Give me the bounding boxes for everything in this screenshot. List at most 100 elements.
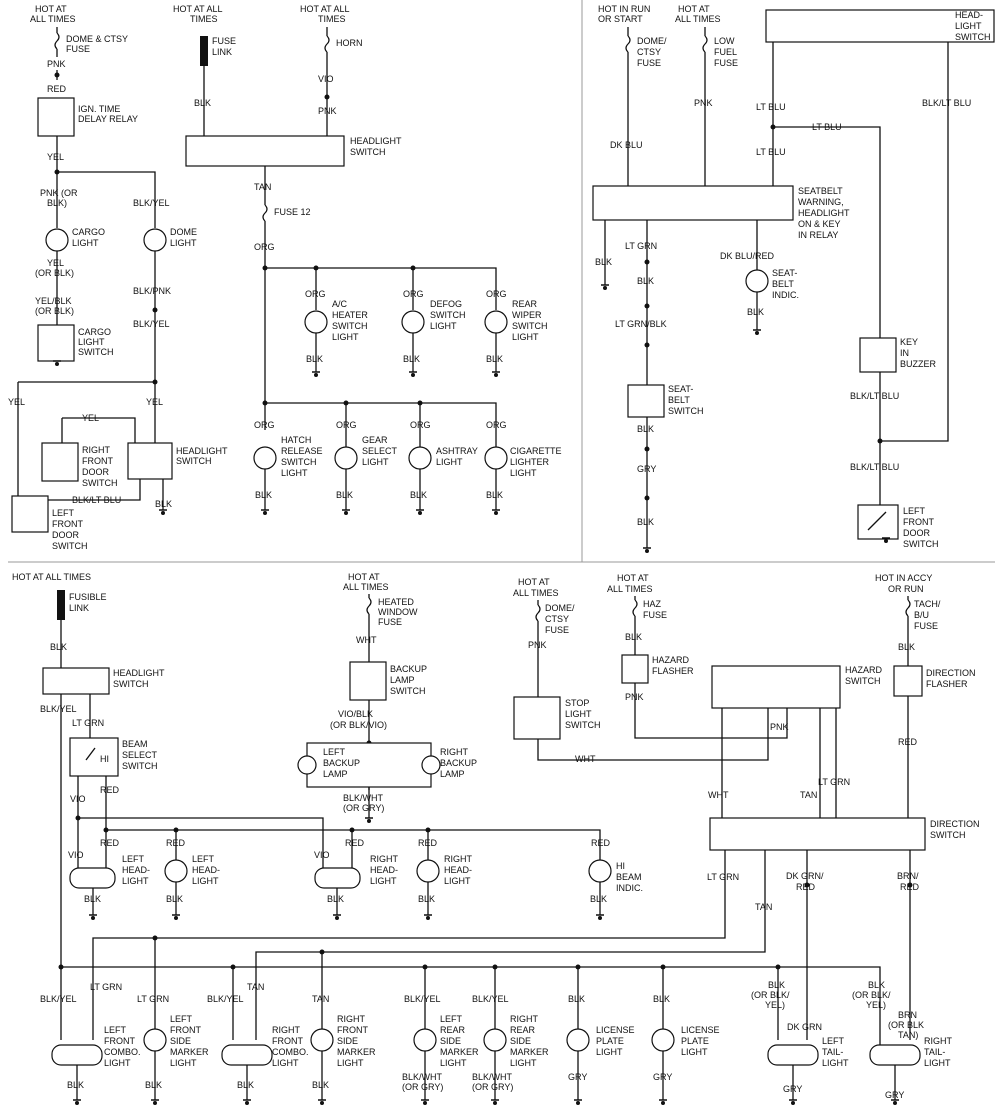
svg-text:SWITCH: SWITCH xyxy=(122,761,158,771)
svg-text:TACH/: TACH/ xyxy=(914,599,941,609)
svg-text:LEFT: LEFT xyxy=(822,1036,845,1046)
svg-text:LIGHT: LIGHT xyxy=(430,321,457,331)
svg-text:LEFT: LEFT xyxy=(323,747,346,757)
svg-text:VIO: VIO xyxy=(318,74,334,84)
svg-text:BLK: BLK xyxy=(84,894,101,904)
svg-text:FUEL: FUEL xyxy=(714,47,737,57)
svg-text:LIGHT: LIGHT xyxy=(565,709,592,719)
svg-text:LT BLU: LT BLU xyxy=(756,147,786,157)
svg-text:ORG: ORG xyxy=(305,289,326,299)
bottom-row-lamps: BLK/YEL LT GRN LT GRN BLK/YEL TAN TAN BL… xyxy=(40,935,953,1100)
svg-text:INDIC.: INDIC. xyxy=(772,290,799,300)
svg-text:LIGHT: LIGHT xyxy=(440,1058,467,1068)
svg-text:(OR BLK/VIO): (OR BLK/VIO) xyxy=(330,720,387,730)
ground-icon xyxy=(418,511,422,515)
svg-text:TAN): TAN) xyxy=(898,1030,918,1040)
svg-text:LEFT: LEFT xyxy=(104,1025,127,1035)
svg-text:BLK/YEL: BLK/YEL xyxy=(40,704,77,714)
svg-text:LOW: LOW xyxy=(714,36,735,46)
svg-text:PNK: PNK xyxy=(694,98,713,108)
svg-text:BLK/YEL: BLK/YEL xyxy=(133,198,170,208)
svg-text:FRONT: FRONT xyxy=(337,1025,368,1035)
svg-text:CTSY: CTSY xyxy=(637,47,661,57)
svg-text:BLK/LT BLU: BLK/LT BLU xyxy=(850,391,899,401)
svg-text:DOME/: DOME/ xyxy=(545,603,575,613)
svg-text:TIMES: TIMES xyxy=(318,14,346,24)
svg-text:LIGHT: LIGHT xyxy=(822,1058,849,1068)
top-right-circuit: HOT IN RUN OR START DOME/ CTSY FUSE DK B… xyxy=(592,4,995,549)
svg-text:BLK: BLK xyxy=(590,894,607,904)
svg-text:ALL TIMES: ALL TIMES xyxy=(607,584,653,594)
ground-icon xyxy=(335,916,339,920)
svg-text:LIGHTER: LIGHTER xyxy=(510,457,550,467)
ground-icon xyxy=(174,916,178,920)
backup-lamp-switch xyxy=(349,661,387,701)
svg-text:BLK: BLK xyxy=(50,642,67,652)
svg-text:LIGHT: LIGHT xyxy=(281,468,308,478)
svg-text:LIGHT: LIGHT xyxy=(955,21,982,31)
svg-text:FUSE: FUSE xyxy=(637,58,661,68)
cigarette-lighter-light xyxy=(484,446,508,470)
svg-text:BRN/: BRN/ xyxy=(897,871,919,881)
svg-text:A/C: A/C xyxy=(332,299,348,309)
svg-text:CARGO: CARGO xyxy=(78,327,111,337)
svg-text:LINK: LINK xyxy=(69,603,89,613)
headlight-switch-bl xyxy=(42,667,110,695)
svg-text:GRY: GRY xyxy=(568,1072,587,1082)
svg-text:WHT: WHT xyxy=(575,754,596,764)
svg-text:RED: RED xyxy=(418,838,438,848)
svg-text:LIGHT: LIGHT xyxy=(337,1058,364,1068)
left-front-door-switch-tl xyxy=(11,495,49,533)
svg-text:SWITCH: SWITCH xyxy=(350,147,386,157)
svg-text:LT BLU: LT BLU xyxy=(756,102,786,112)
ground-icon xyxy=(426,916,430,920)
svg-text:SELECT: SELECT xyxy=(122,750,158,760)
svg-text:YEL: YEL xyxy=(146,397,163,407)
svg-text:(OR BLK): (OR BLK) xyxy=(35,268,74,278)
svg-text:BLK: BLK xyxy=(237,1080,254,1090)
svg-text:ORG: ORG xyxy=(486,420,507,430)
svg-text:FRONT: FRONT xyxy=(52,519,83,529)
svg-text:LIGHT: LIGHT xyxy=(72,238,99,248)
svg-text:FRONT: FRONT xyxy=(82,456,113,466)
svg-text:LIGHT: LIGHT xyxy=(78,337,105,347)
svg-text:SWITCH: SWITCH xyxy=(430,310,466,320)
svg-text:RED: RED xyxy=(166,838,186,848)
svg-text:LT GRN: LT GRN xyxy=(72,718,104,728)
svg-text:REAR: REAR xyxy=(440,1025,466,1035)
ign-time-delay-relay xyxy=(37,97,75,137)
svg-text:YEL: YEL xyxy=(47,258,64,268)
left-rear-side-marker xyxy=(413,1028,437,1052)
svg-text:HOT IN RUN: HOT IN RUN xyxy=(598,4,650,14)
svg-text:SIDE: SIDE xyxy=(170,1036,191,1046)
svg-text:INDIC.: INDIC. xyxy=(616,883,643,893)
left-backup-lamp xyxy=(297,755,317,775)
svg-text:LEFT: LEFT xyxy=(122,854,145,864)
ground-icon xyxy=(367,819,371,823)
svg-text:RELEASE: RELEASE xyxy=(281,446,323,456)
svg-text:WINDOW: WINDOW xyxy=(378,607,418,617)
fuse-link xyxy=(200,36,208,66)
svg-text:LIGHT: LIGHT xyxy=(104,1058,131,1068)
right-front-combo-light xyxy=(221,1044,273,1066)
rear-wiper-switch-light xyxy=(484,310,508,334)
svg-text:LIGHT: LIGHT xyxy=(512,332,539,342)
svg-text:LIGHT: LIGHT xyxy=(122,876,149,886)
top-left-circuit: HOT AT ALL TIMES DOME & CTSY FUSE PNK RE… xyxy=(8,4,562,551)
svg-text:SIDE: SIDE xyxy=(440,1036,461,1046)
svg-text:IN: IN xyxy=(900,348,909,358)
svg-text:VIO: VIO xyxy=(68,850,84,860)
svg-text:SWITCH: SWITCH xyxy=(78,347,114,357)
svg-text:BLK: BLK xyxy=(637,276,654,286)
cargo-light-switch xyxy=(37,324,75,362)
svg-text:BELT: BELT xyxy=(668,395,690,405)
svg-text:ALL TIMES: ALL TIMES xyxy=(513,588,559,598)
svg-text:GRY: GRY xyxy=(783,1084,802,1094)
svg-text:(OR GRY): (OR GRY) xyxy=(343,803,384,813)
svg-text:ALL TIMES: ALL TIMES xyxy=(343,582,389,592)
direction-flasher xyxy=(893,665,923,697)
license-plate-light-left xyxy=(566,1028,590,1052)
svg-text:LIGHT: LIGHT xyxy=(272,1058,299,1068)
svg-text:DIRECTION: DIRECTION xyxy=(926,668,976,678)
